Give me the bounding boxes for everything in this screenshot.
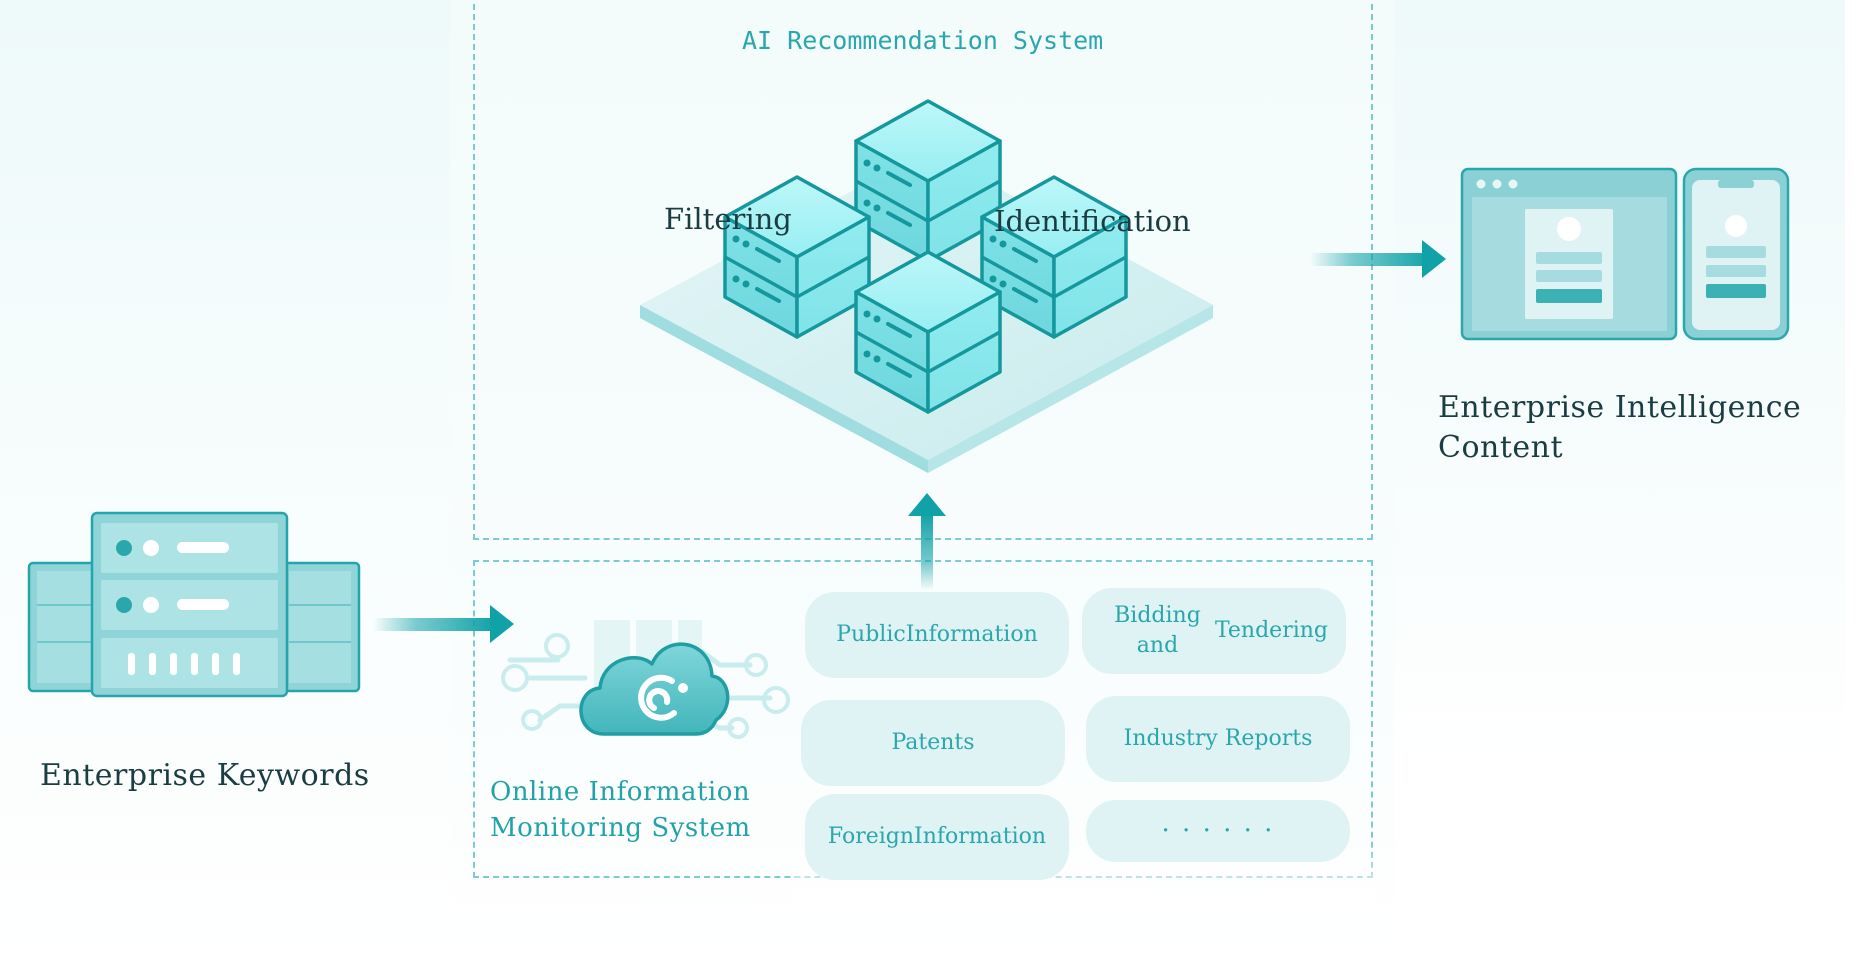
monitoring-system-label: Online Information Monitoring System [490,774,751,846]
enterprise-keywords-label: Enterprise Keywords [40,758,370,793]
source-pill-line2: Information [914,824,1047,849]
monitoring-system-label-line1: Online Information [490,777,751,807]
left-panel-background [0,0,450,960]
arrow-keywords-to-monitor [373,605,514,643]
identification-label: Identification [994,204,1191,238]
source-pill-line1: Industry Reports [1123,726,1313,751]
source-pill-line1: Foreign [827,824,915,849]
source-pill-public-information: Public Information [805,592,1069,678]
source-pill-line1: Public [836,622,906,647]
server-cube-front [854,250,1002,414]
source-pill-line1: Patents [891,730,975,755]
filtering-label: Filtering [664,202,792,236]
arrow-monitor-to-ai [908,493,946,590]
source-pill-bidding-tendering: Bidding and Tendering [1082,588,1346,674]
browser-window-icon [1460,167,1678,341]
arrow-ai-to-content [1310,240,1446,278]
source-pill-foreign-information: Foreign Information [805,794,1069,880]
source-pill-more: · · · · · · [1086,800,1350,862]
enterprise-content-label: Enterprise Intelligence Content [1438,388,1801,468]
cloud-monitor-icon [501,620,790,739]
enterprise-content-label-line1: Enterprise Intelligence [1438,390,1802,425]
enterprise-keywords-server-icon [27,511,361,698]
mobile-phone-icon [1682,167,1790,341]
source-pill-line2: Information [905,622,1038,647]
source-pill-line1: Bidding and [1114,603,1201,658]
source-pill-line2: Tendering [1214,618,1328,643]
source-pill-industry-reports: Industry Reports [1086,696,1350,782]
enterprise-content-label-line2: Content [1438,430,1564,465]
ai-system-title: AI Recommendation System [742,26,1104,55]
source-pill-ellipsis: · · · · · · [1161,816,1275,846]
right-panel-background [1395,0,1845,760]
monitoring-system-label-line2: Monitoring System [490,813,751,843]
server-cube-left [723,175,871,339]
source-pill-patents: Patents [801,700,1065,786]
